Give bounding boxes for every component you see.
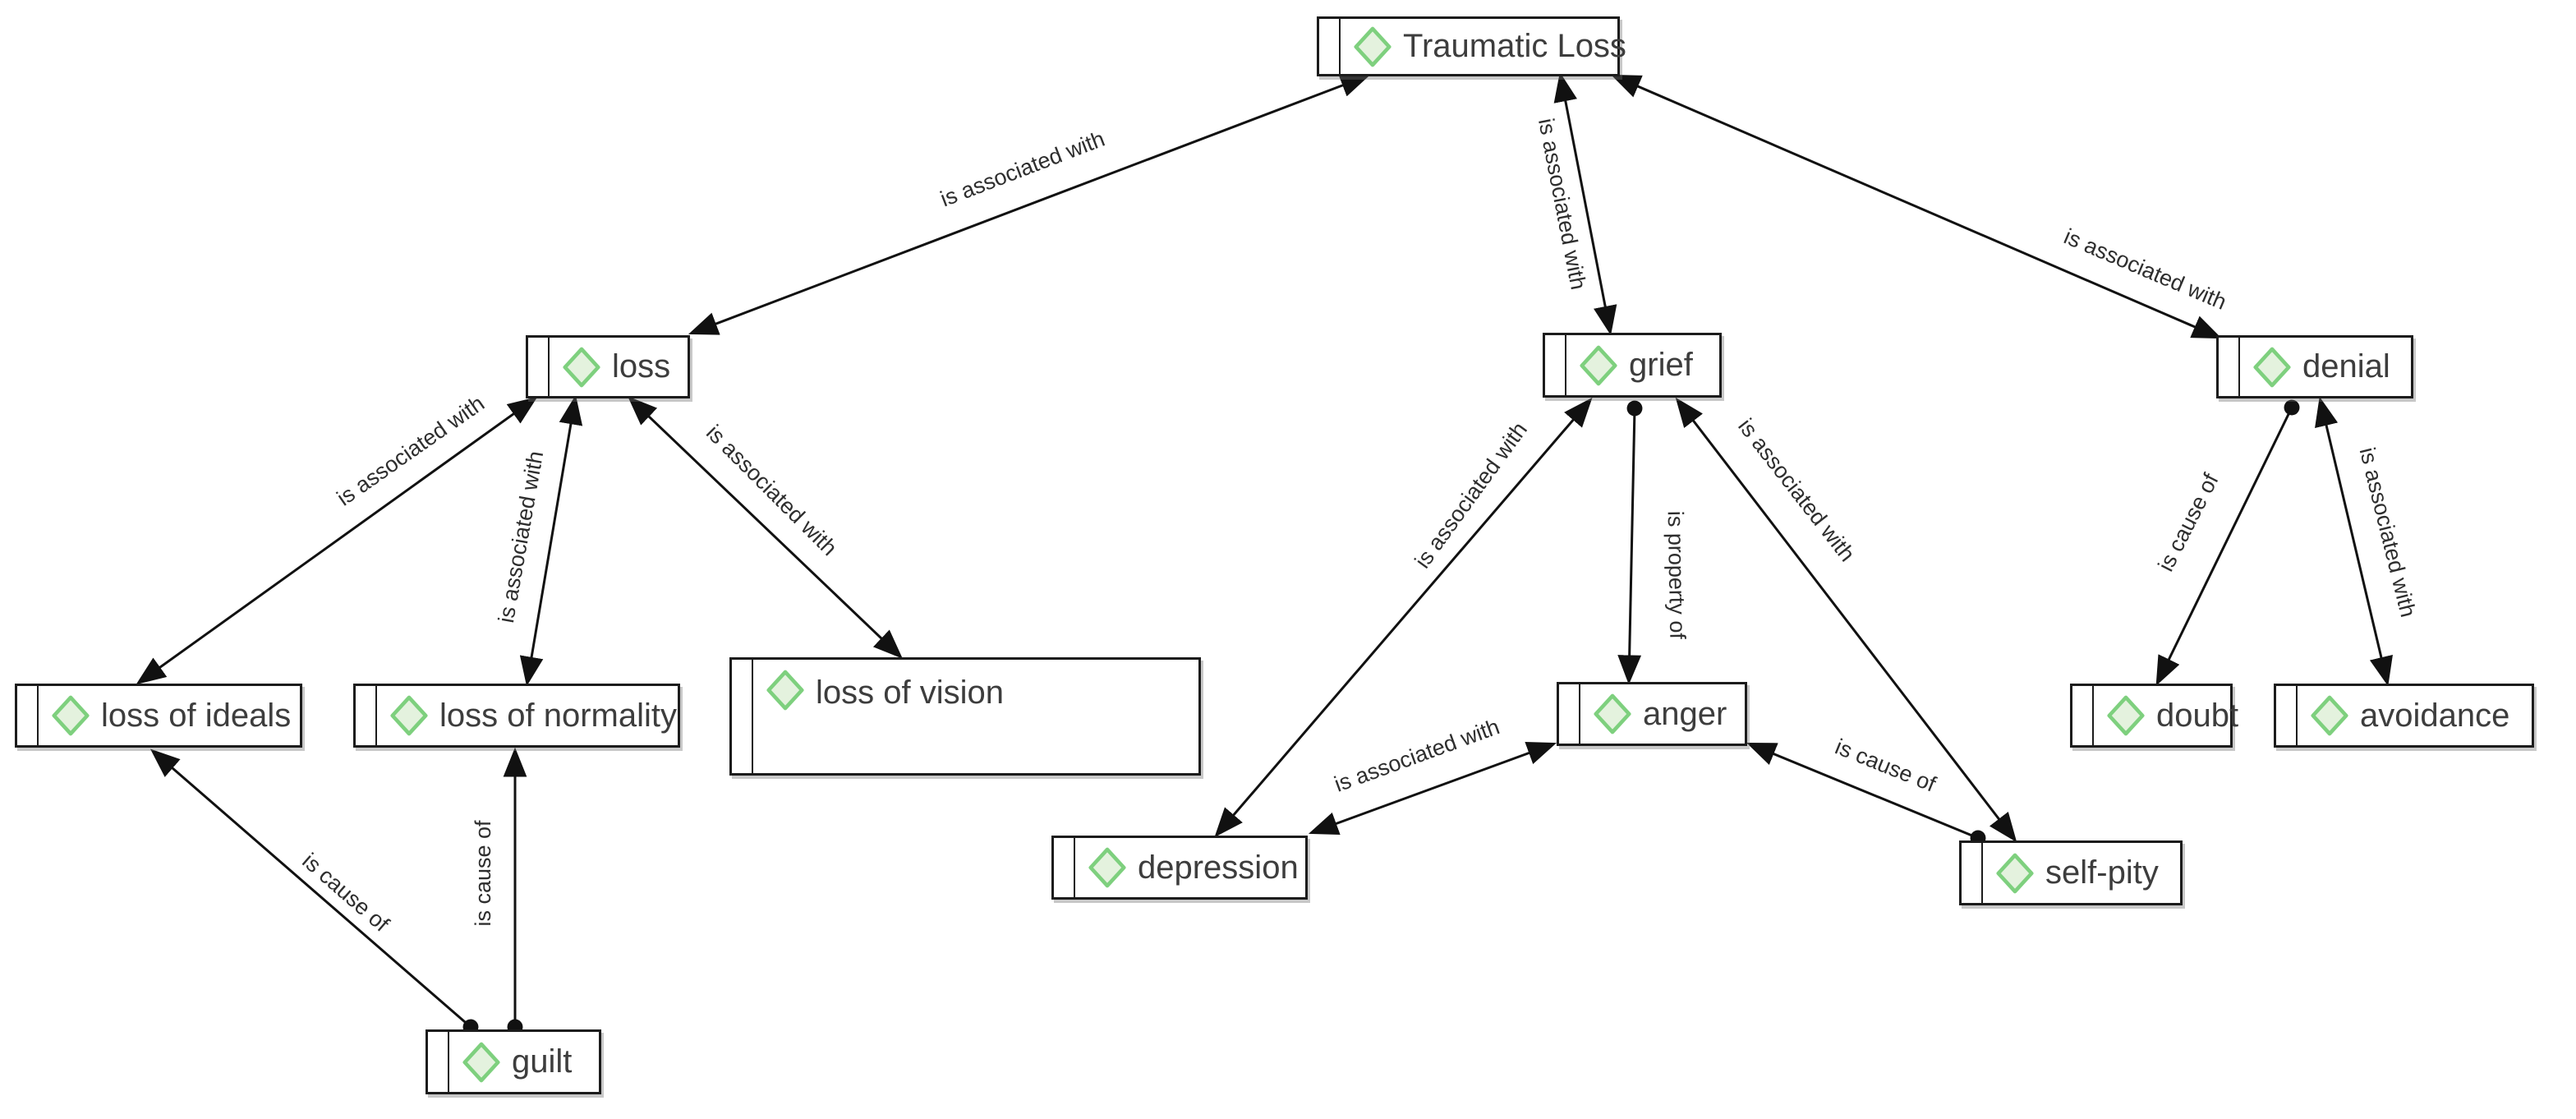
code-diamond-icon [1354, 26, 1392, 67]
edge-label-loss-loss-of-ideals[interactable]: is associated with [333, 391, 490, 511]
code-diamond-icon [766, 670, 804, 711]
node-left-strip [2276, 686, 2298, 745]
edge-line-loss-loss-of-ideals [136, 396, 538, 685]
edge-label-loss-loss-of-vision[interactable]: is associated with [702, 420, 842, 560]
code-diamond-icon [563, 347, 600, 388]
node-loss-of-vision[interactable]: loss of vision [729, 657, 1201, 776]
node-label: guilt [512, 1043, 573, 1080]
edge-line-loss-traumatic-loss [688, 74, 1371, 335]
code-diamond-icon [1088, 847, 1126, 888]
node-left-strip [1559, 684, 1580, 744]
code-diamond-icon [462, 1042, 500, 1083]
node-label: avoidance [2360, 697, 2510, 734]
node-left-strip [356, 686, 377, 745]
node-label: loss of ideals [101, 697, 292, 734]
edge-label-traumatic-loss-denial[interactable]: is associated with [2060, 224, 2230, 315]
node-label: grief [1629, 347, 1693, 383]
edge-label-denial-doubt[interactable]: is cause of [2153, 469, 2224, 575]
edge-line-grief-anger [1617, 400, 1643, 685]
edge-line-self-pity-anger [1746, 742, 1986, 846]
node-label: Traumatic Loss [1403, 28, 1626, 64]
node-left-strip [1962, 843, 1983, 903]
edge-line-guilt-loss-of-ideals [150, 748, 479, 1035]
node-denial[interactable]: denial [2216, 335, 2413, 398]
node-traumatic-loss[interactable]: Traumatic Loss [1317, 16, 1626, 76]
code-diamond-icon [2311, 695, 2348, 736]
edge-label-guilt-loss-of-ideals[interactable]: is cause of [297, 849, 393, 937]
code-diamond-icon [2253, 347, 2291, 388]
node-left-strip [528, 338, 550, 396]
edge-line-loss-loss-of-vision [628, 396, 903, 659]
edge-label-depression-anger[interactable]: is associated with [1331, 714, 1502, 797]
edge-line-depression-anger [1308, 742, 1557, 835]
edge-line-traumatic-loss-denial [1611, 74, 2222, 339]
node-anger[interactable]: anger [1557, 682, 1747, 746]
edge-label-grief-self-pity[interactable]: is associated with [1733, 414, 1860, 566]
node-avoidance[interactable]: avoidance [2274, 684, 2534, 748]
code-diamond-icon [52, 695, 90, 736]
edge-line-grief-traumatic-loss [1553, 71, 1617, 336]
code-diamond-icon [1996, 853, 2034, 894]
edge-line-denial-avoidance [2315, 396, 2393, 687]
node-label: loss of vision [816, 675, 1004, 711]
node-left-strip [732, 660, 753, 773]
node-loss-of-ideals[interactable]: loss of ideals [15, 684, 302, 748]
edge-label-guilt-loss-of-normality[interactable]: is cause of [471, 820, 495, 927]
node-label: doubt [2156, 697, 2239, 734]
node-grief[interactable]: grief [1543, 333, 1722, 398]
node-left-strip [1545, 335, 1566, 395]
node-left-strip [2219, 338, 2240, 396]
node-loss[interactable]: loss [526, 335, 690, 398]
code-diamond-icon [390, 695, 428, 736]
node-left-strip [1319, 19, 1341, 74]
node-label: denial [2302, 348, 2390, 385]
node-label: anger [1643, 695, 1727, 732]
edge-label-loss-loss-of-normality[interactable]: is associated with [494, 449, 548, 625]
node-label: depression [1138, 849, 1299, 886]
edge-label-denial-avoidance[interactable]: is associated with [2355, 445, 2421, 620]
edge-line-denial-doubt [2155, 399, 2300, 686]
node-label: loss of normality [439, 697, 677, 734]
edge-label-grief-traumatic-loss[interactable]: is associated with [1534, 117, 1591, 292]
node-doubt[interactable]: doubt [2070, 684, 2238, 748]
edge-label-self-pity-anger[interactable]: is cause of [1832, 734, 1939, 797]
edge-label-loss-traumatic-loss[interactable]: is associated with [937, 127, 1108, 212]
node-guilt[interactable]: guilt [426, 1029, 601, 1094]
node-left-strip [17, 686, 39, 745]
edge-line-grief-self-pity [1675, 397, 2017, 843]
node-left-strip [1054, 838, 1075, 897]
node-left-strip [428, 1032, 449, 1092]
node-loss-of-normality[interactable]: loss of normality [353, 684, 680, 748]
edge-line-grief-depression [1214, 397, 1593, 838]
node-self-pity[interactable]: self-pity [1959, 840, 2183, 905]
node-label: loss [612, 348, 671, 385]
edge-label-grief-depression[interactable]: is associated with [1410, 417, 1532, 573]
edge-line-loss-loss-of-normality [519, 394, 583, 687]
node-depression[interactable]: depression [1051, 836, 1308, 900]
node-label: self-pity [2045, 854, 2159, 891]
edge-label-grief-anger[interactable]: is property of [1663, 511, 1690, 640]
code-diamond-icon [1594, 693, 1631, 734]
code-diamond-icon [2107, 695, 2145, 736]
node-left-strip [2072, 686, 2094, 745]
code-diamond-icon [1580, 345, 1617, 386]
